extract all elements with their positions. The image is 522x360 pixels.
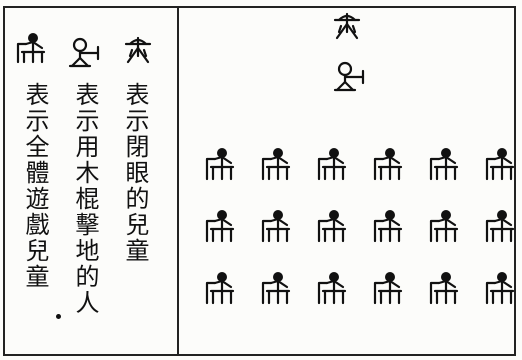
playing-child-figure <box>259 269 293 305</box>
playing-child-figure <box>483 269 517 305</box>
playing-child-figure <box>371 269 405 305</box>
playing-child-figure <box>371 207 405 243</box>
playing-child-figure <box>427 207 461 243</box>
stick-hitter-icon <box>68 36 108 70</box>
closed-eyes-child-icon <box>122 36 154 66</box>
legend-divider <box>177 6 179 356</box>
playing-child-figure <box>315 207 349 243</box>
playing-child-figure <box>371 145 405 181</box>
playing-child-figure <box>203 269 237 305</box>
legend-closed-eyes-text: 表示閉眼的兒童 <box>121 82 149 264</box>
legend-stick-hitter-text: 表示用木棍擊地的人 <box>71 82 99 316</box>
closed-eyes-child-figure <box>331 12 363 42</box>
playing-child-figure <box>203 145 237 181</box>
legend-all-children-text: 表示全體遊戲兒童 <box>21 82 49 290</box>
ink-dot <box>56 314 61 319</box>
playing-child-figure <box>427 269 461 305</box>
playing-child-figure <box>259 207 293 243</box>
playing-child-figure <box>483 207 517 243</box>
playing-child-figure <box>315 269 349 305</box>
playing-child-figure <box>483 145 517 181</box>
playing-child-icon <box>14 30 48 64</box>
playing-child-figure <box>427 145 461 181</box>
playing-child-figure <box>259 145 293 181</box>
playing-child-figure <box>315 145 349 181</box>
page-frame <box>3 6 516 356</box>
playing-child-figure <box>203 207 237 243</box>
stick-hitter-figure <box>333 60 373 94</box>
